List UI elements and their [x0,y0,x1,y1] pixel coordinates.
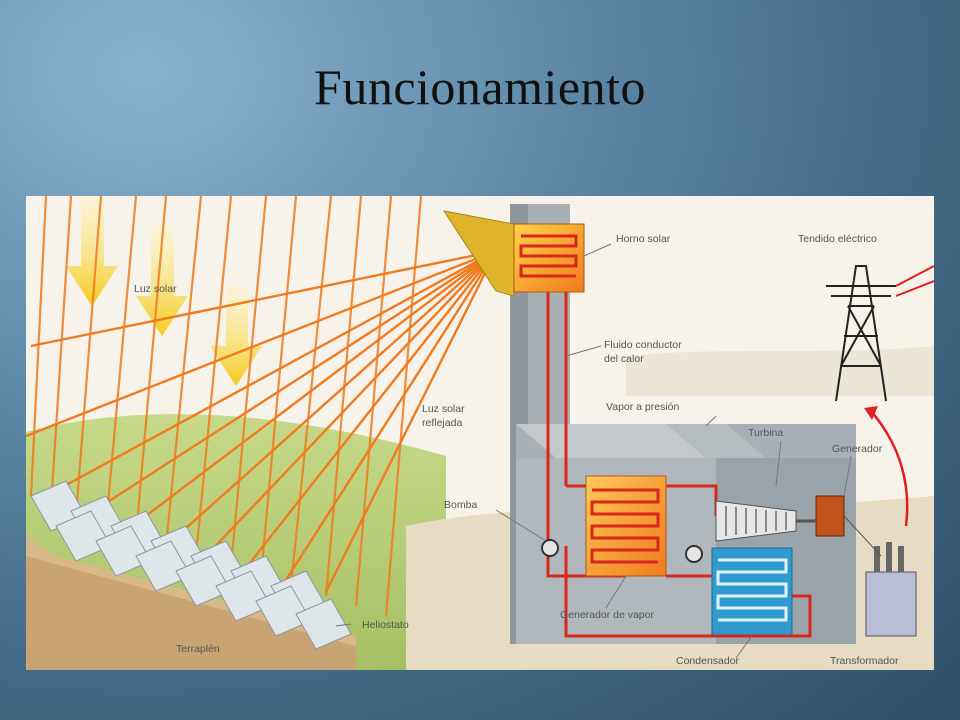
distant-hills [626,346,934,396]
sun-arrow-icon [66,196,262,386]
heliostat-icon [30,480,352,650]
incoming-rays [29,196,423,617]
power-tower-icon [826,265,934,402]
label-luz-reflejada-1: Luz solar [422,403,465,415]
label-horno-solar: Horno solar [616,233,671,245]
steam-generator [585,475,667,577]
label-tendido: Tendido eléctrico [798,233,877,245]
turbine-icon [715,495,845,542]
arrow-head-icon [864,406,878,420]
heliostat-field [26,480,356,670]
label-condensador: Condensador [676,655,740,667]
label-terraplen: Terraplén [176,643,220,655]
label-transformador: Transformador [830,655,899,667]
label-bomba: Bomba [444,499,477,511]
label-luz-solar: Luz solar [134,283,177,295]
solar-plant-diagram: Luz solar Luz solar reflejada Horno sola… [26,196,934,670]
slide-title: Funcionamiento [314,59,646,115]
label-fluido-2: del calor [604,353,644,365]
heat-fluid-pipes [546,292,718,578]
power-flow-arrow [870,410,909,527]
reflected-rays [26,249,498,593]
pump-icon [541,539,703,563]
label-generador: Generador [832,443,883,455]
label-luz-reflejada-2: reflejada [422,417,462,429]
label-turbina: Turbina [748,427,783,439]
label-heliostato: Heliostato [362,619,409,631]
diagram-svg: Luz solar Luz solar reflejada Horno sola… [26,196,934,670]
condenser [564,546,812,638]
leader-lines [335,243,852,659]
label-fluido-1: Fluido conductor [604,339,682,351]
label-generador-vapor: Generador de vapor [560,609,654,621]
label-vapor: Vapor a presión [606,401,680,413]
transformer-icon [843,515,917,637]
